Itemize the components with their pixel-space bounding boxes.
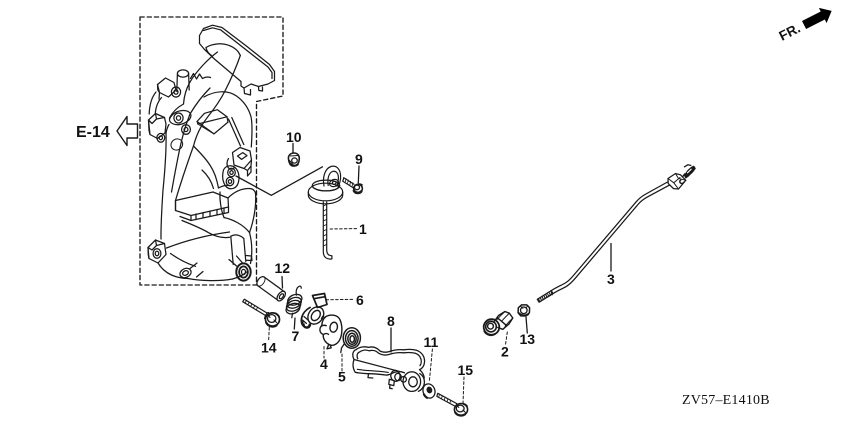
svg-text:5: 5: [338, 369, 346, 385]
svg-text:7: 7: [292, 328, 300, 344]
svg-text:3: 3: [607, 271, 615, 287]
svg-text:11: 11: [424, 334, 439, 350]
svg-text:14: 14: [261, 340, 277, 356]
svg-text:9: 9: [355, 151, 363, 167]
svg-text:E-14: E-14: [76, 124, 110, 141]
svg-text:ZV57–E1410B: ZV57–E1410B: [682, 393, 770, 408]
svg-text:15: 15: [458, 362, 474, 378]
svg-text:4: 4: [320, 356, 328, 372]
svg-text:1: 1: [359, 221, 367, 237]
svg-text:13: 13: [520, 331, 536, 347]
svg-text:FR.: FR.: [777, 20, 803, 43]
svg-text:8: 8: [387, 313, 395, 329]
svg-text:10: 10: [286, 129, 302, 145]
svg-text:2: 2: [501, 344, 509, 360]
svg-text:6: 6: [356, 292, 364, 308]
svg-text:12: 12: [275, 260, 291, 276]
